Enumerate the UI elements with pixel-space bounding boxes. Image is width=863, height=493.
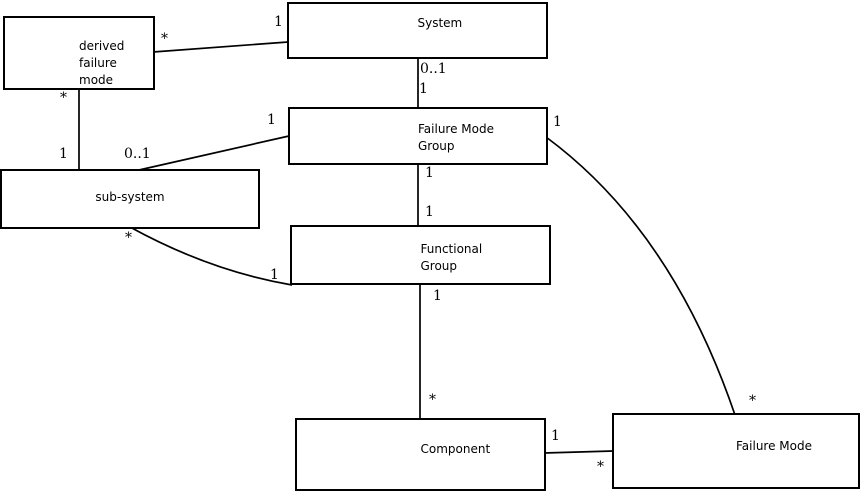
connector-failure-mode-group-sub-system xyxy=(138,135,290,171)
multiplicity-label-fmg-fg-one-bottom: 1 xyxy=(425,204,434,220)
class-box-derived-failure-mode: derived failure mode xyxy=(3,16,155,90)
connector-sub-system-functional-group xyxy=(129,226,293,286)
class-box-component: Component xyxy=(295,418,546,491)
multiplicity-label-dfm-system-one: 1 xyxy=(274,14,283,30)
class-box-label: System xyxy=(417,16,463,30)
class-box-functional-group: Functional Group xyxy=(290,225,551,285)
multiplicity-label-fg-component-one: 1 xyxy=(433,288,442,304)
class-box-label: Functional Group xyxy=(420,242,483,273)
multiplicity-label-dfm-system-star: * xyxy=(161,31,168,47)
connector-derived-failure-mode-system xyxy=(152,41,289,53)
connector-component-failure-mode xyxy=(543,450,614,454)
class-box-label: Component xyxy=(420,442,491,456)
multiplicity-label-fmg-subsystem-one: 1 xyxy=(267,112,276,128)
class-box-failure-mode-group: Failure Mode Group xyxy=(288,107,548,165)
class-box-label: derived failure mode xyxy=(79,39,125,87)
class-box-label: Failure Mode Group xyxy=(418,122,494,153)
connector-failure-mode-group-failure-mode xyxy=(545,136,736,416)
multiplicity-label-system-fmg-zeroone: 0..1 xyxy=(420,61,447,77)
multiplicity-label-fmg-fm-star: * xyxy=(749,393,756,409)
multiplicity-label-dfm-subsystem-one: 1 xyxy=(59,146,68,162)
multiplicity-label-fmg-fg-one-top: 1 xyxy=(425,165,434,181)
multiplicity-label-fg-component-star: * xyxy=(429,392,436,408)
multiplicity-label-fmg-subsystem-zeroone: 0..1 xyxy=(124,146,151,162)
class-box-failure-mode: Failure Mode xyxy=(612,413,860,489)
multiplicity-label-component-fm-one: 1 xyxy=(551,428,560,444)
multiplicity-label-component-fm-star: * xyxy=(597,459,604,475)
multiplicity-label-dfm-subsystem-star: * xyxy=(60,90,67,106)
multiplicity-label-system-fmg-one: 1 xyxy=(419,81,428,97)
class-box-label: sub-system xyxy=(95,190,165,204)
class-box-system: System xyxy=(287,2,548,59)
class-box-label: Failure Mode xyxy=(736,439,812,453)
multiplicity-label-subsystem-fg-star: * xyxy=(125,230,132,246)
multiplicity-label-subsystem-fg-one: 1 xyxy=(270,267,279,283)
multiplicity-label-fmg-failuremode-one: 1 xyxy=(553,114,562,130)
class-box-sub-system: sub-system xyxy=(0,169,260,229)
